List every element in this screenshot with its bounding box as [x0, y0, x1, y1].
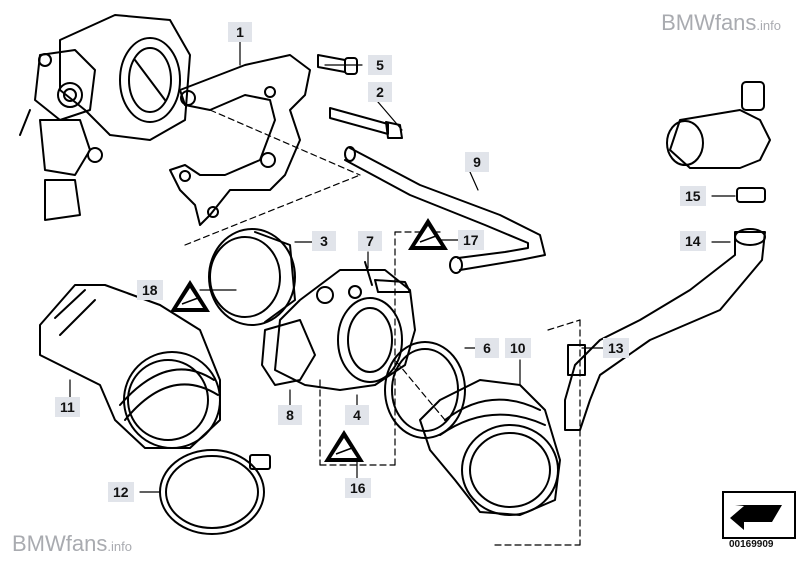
- callout-6: 6: [475, 338, 499, 358]
- callout-8: 8: [278, 405, 302, 425]
- dashed-guides: [184, 109, 581, 546]
- watermark-top: BMWfans.info: [661, 10, 781, 36]
- leader-lines: [69, 41, 736, 493]
- clamp-drawing: [159, 449, 271, 535]
- callout-1: 1: [228, 22, 252, 42]
- callout-15: 15: [680, 186, 706, 206]
- throttle-housing-drawing: [261, 261, 416, 391]
- callout-14: 14: [680, 231, 706, 251]
- callout-11: 11: [55, 397, 80, 417]
- callout-9: 9: [465, 152, 489, 172]
- gasket-drawing: [169, 54, 311, 226]
- callout-12: 12: [108, 482, 134, 502]
- watermark-suffix: .info: [756, 18, 781, 33]
- callout-7: 7: [358, 231, 382, 251]
- ring-drawing: [384, 341, 466, 439]
- valve-drawing: [564, 81, 771, 431]
- watermark-brand: BMWfans: [661, 10, 757, 35]
- watermark-suffix: .info: [107, 539, 132, 554]
- callout-18: 18: [137, 280, 163, 300]
- intake-tube-drawing: [39, 284, 221, 449]
- throttle-body-drawing: [19, 14, 191, 221]
- callout-5: 5: [368, 55, 392, 75]
- bolt-drawing: [317, 54, 403, 139]
- hose-drawing: [344, 146, 546, 274]
- watermark-bottom: BMWfans.info: [12, 531, 132, 557]
- watermark-brand: BMWfans: [12, 531, 108, 556]
- callout-17: 17: [458, 230, 484, 250]
- boot-drawing: [208, 228, 296, 326]
- reference-number: 00169909: [729, 539, 774, 550]
- callout-10: 10: [505, 338, 531, 358]
- callout-2: 2: [368, 82, 392, 102]
- warning-triangle-icon: [324, 430, 364, 462]
- callout-13: 13: [603, 338, 629, 358]
- warning-triangle-icon: [170, 280, 210, 312]
- warning-triangles: [170, 218, 448, 462]
- callout-4: 4: [345, 405, 369, 425]
- reference-arrow-icon: [722, 491, 796, 539]
- bellows-tube-drawing: [419, 379, 561, 516]
- callout-3: 3: [312, 231, 336, 251]
- callout-16: 16: [345, 478, 371, 498]
- warning-triangle-icon: [408, 218, 448, 250]
